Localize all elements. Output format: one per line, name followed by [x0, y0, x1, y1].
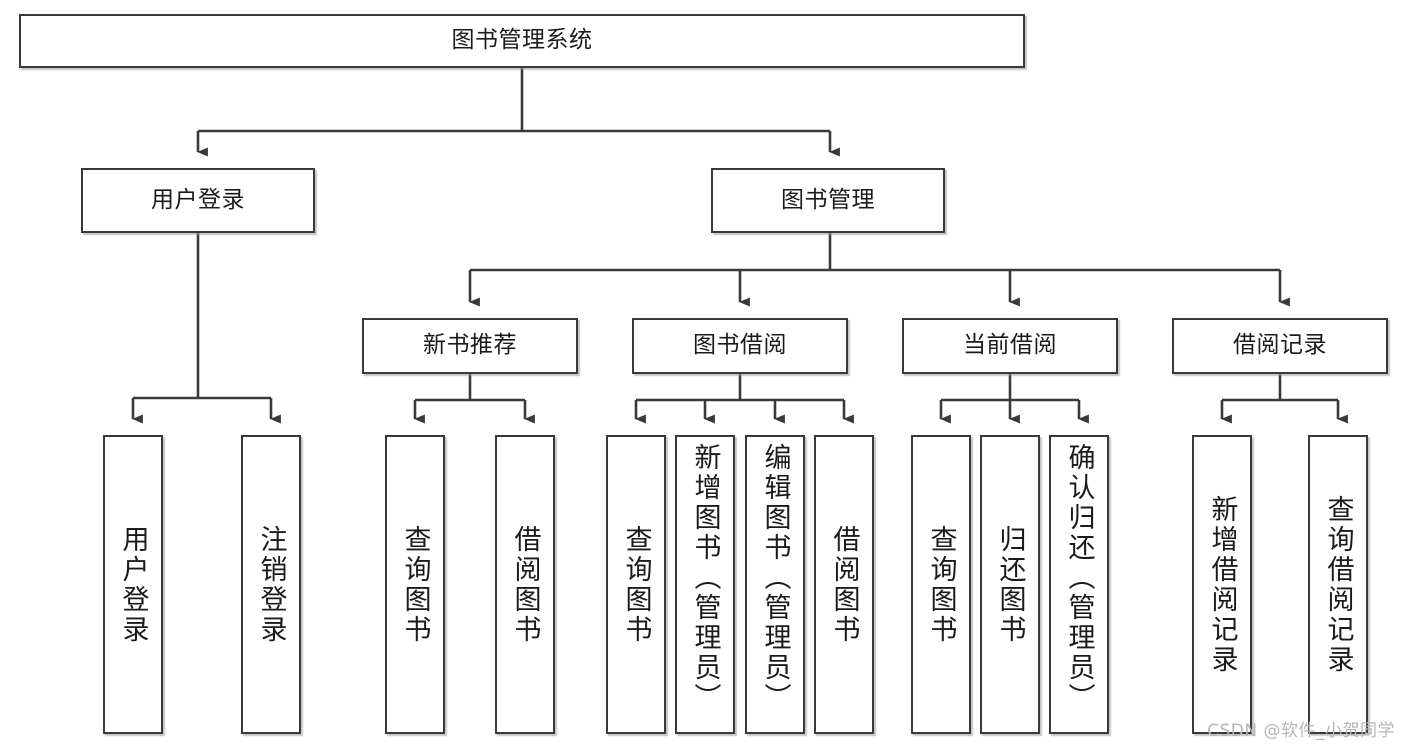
node-label: 用户登录: [151, 186, 245, 213]
node-label: 借阅记录: [1233, 332, 1327, 359]
leaf-current-query-book[interactable]: 查询图书: [911, 435, 971, 734]
leaf-borrow-edit-book-admin[interactable]: 编辑图书（管理员）: [745, 435, 805, 734]
leaf-current-confirm-return-admin[interactable]: 确认归还（管理员）: [1049, 435, 1109, 734]
node-root-system[interactable]: 图书管理系统: [19, 14, 1025, 68]
node-label: 查询图书: [399, 524, 431, 645]
leaf-current-return-book[interactable]: 归还图书: [980, 435, 1040, 734]
node-user-login[interactable]: 用户登录: [81, 168, 315, 233]
node-label: 图书借阅: [693, 332, 787, 359]
node-label: 新书推荐: [423, 332, 517, 359]
node-label: 用户登录: [117, 524, 149, 645]
node-borrow-record[interactable]: 借阅记录: [1172, 318, 1388, 374]
node-label: 当前借阅: [963, 332, 1057, 359]
node-book-borrow[interactable]: 图书借阅: [632, 318, 848, 374]
leaf-user-login-logout[interactable]: 注销登录: [241, 435, 301, 734]
node-label: 查询借阅记录: [1322, 494, 1354, 675]
leaf-borrow-query-book[interactable]: 查询图书: [606, 435, 666, 734]
node-book-management[interactable]: 图书管理: [711, 168, 945, 233]
leaf-record-query-record[interactable]: 查询借阅记录: [1308, 435, 1368, 734]
node-label: 图书管理: [781, 186, 875, 213]
leaf-borrow-add-book-admin[interactable]: 新增图书（管理员）: [675, 435, 735, 734]
node-label: 新增图书（管理员）: [689, 443, 721, 713]
leaf-borrow-borrow-book[interactable]: 借阅图书: [814, 435, 874, 734]
node-label: 查询图书: [620, 524, 652, 645]
leaf-user-login-login[interactable]: 用户登录: [103, 435, 163, 734]
node-current-borrow[interactable]: 当前借阅: [902, 318, 1118, 374]
node-label: 查询图书: [925, 524, 957, 645]
node-label: 借阅图书: [828, 524, 860, 645]
node-label: 新增借阅记录: [1206, 494, 1238, 675]
leaf-recommend-borrow-book[interactable]: 借阅图书: [495, 435, 555, 734]
node-new-book-recommend[interactable]: 新书推荐: [362, 318, 578, 374]
node-label: 归还图书: [994, 524, 1026, 645]
node-label: 注销登录: [255, 524, 287, 645]
leaf-record-add-record[interactable]: 新增借阅记录: [1192, 435, 1252, 734]
leaf-recommend-query-book[interactable]: 查询图书: [385, 435, 445, 734]
node-label: 编辑图书（管理员）: [759, 443, 791, 713]
node-label: 图书管理系统: [451, 27, 593, 54]
node-label: 借阅图书: [509, 524, 541, 645]
node-label: 确认归还（管理员）: [1063, 443, 1095, 713]
csdn-watermark: CSDN @软件_小贺同学: [1207, 721, 1395, 741]
